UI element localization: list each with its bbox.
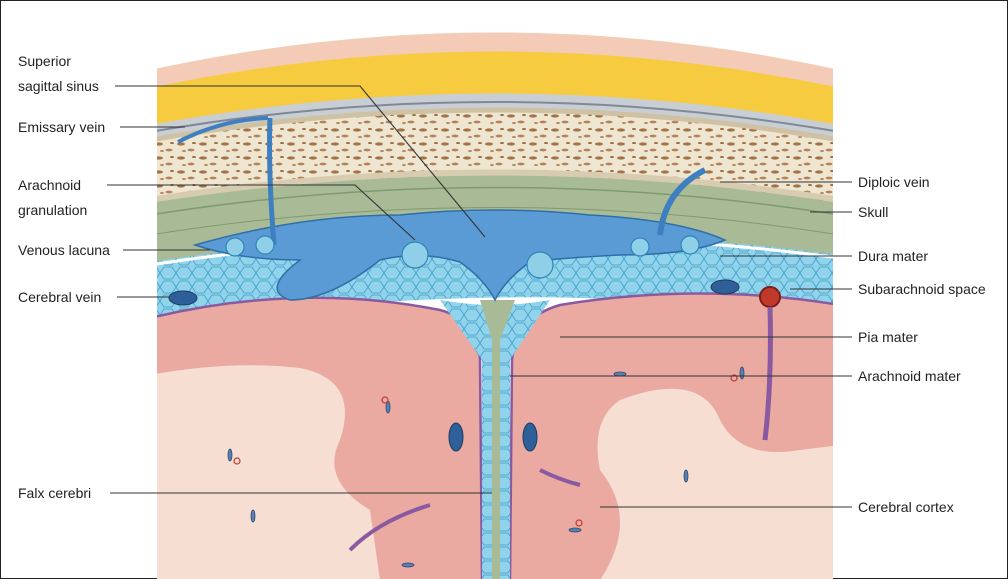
label-venous-lacuna: Venous lacuna	[18, 242, 110, 258]
label-dura-mater: Dura mater	[858, 248, 928, 264]
label-arachnoid-mater: Arachnoid mater	[858, 368, 961, 384]
label-skull: Skull	[858, 204, 888, 220]
label-falx-cerebri: Falx cerebri	[18, 485, 91, 501]
label-superior-sagittal-sinus-1: Superior	[18, 53, 71, 69]
artery	[760, 287, 780, 307]
cerebral-vein-right	[711, 280, 739, 294]
label-cerebral-cortex: Cerebral cortex	[858, 499, 954, 515]
label-cerebral-vein: Cerebral vein	[18, 289, 101, 305]
label-emissary-vein: Emissary vein	[18, 119, 105, 135]
label-pia-mater: Pia mater	[858, 329, 918, 345]
label-diploic-vein: Diploic vein	[858, 174, 930, 190]
cerebral-vein-left	[169, 291, 197, 305]
label-arachnoid-granulation-1: Arachnoid	[18, 177, 81, 193]
label-arachnoid-granulation-2: granulation	[18, 202, 87, 218]
anatomy-illustration	[150, 33, 840, 579]
label-superior-sagittal-sinus-2: sagittal sinus	[18, 78, 99, 94]
label-subarachnoid-space: Subarachnoid space	[858, 281, 986, 297]
